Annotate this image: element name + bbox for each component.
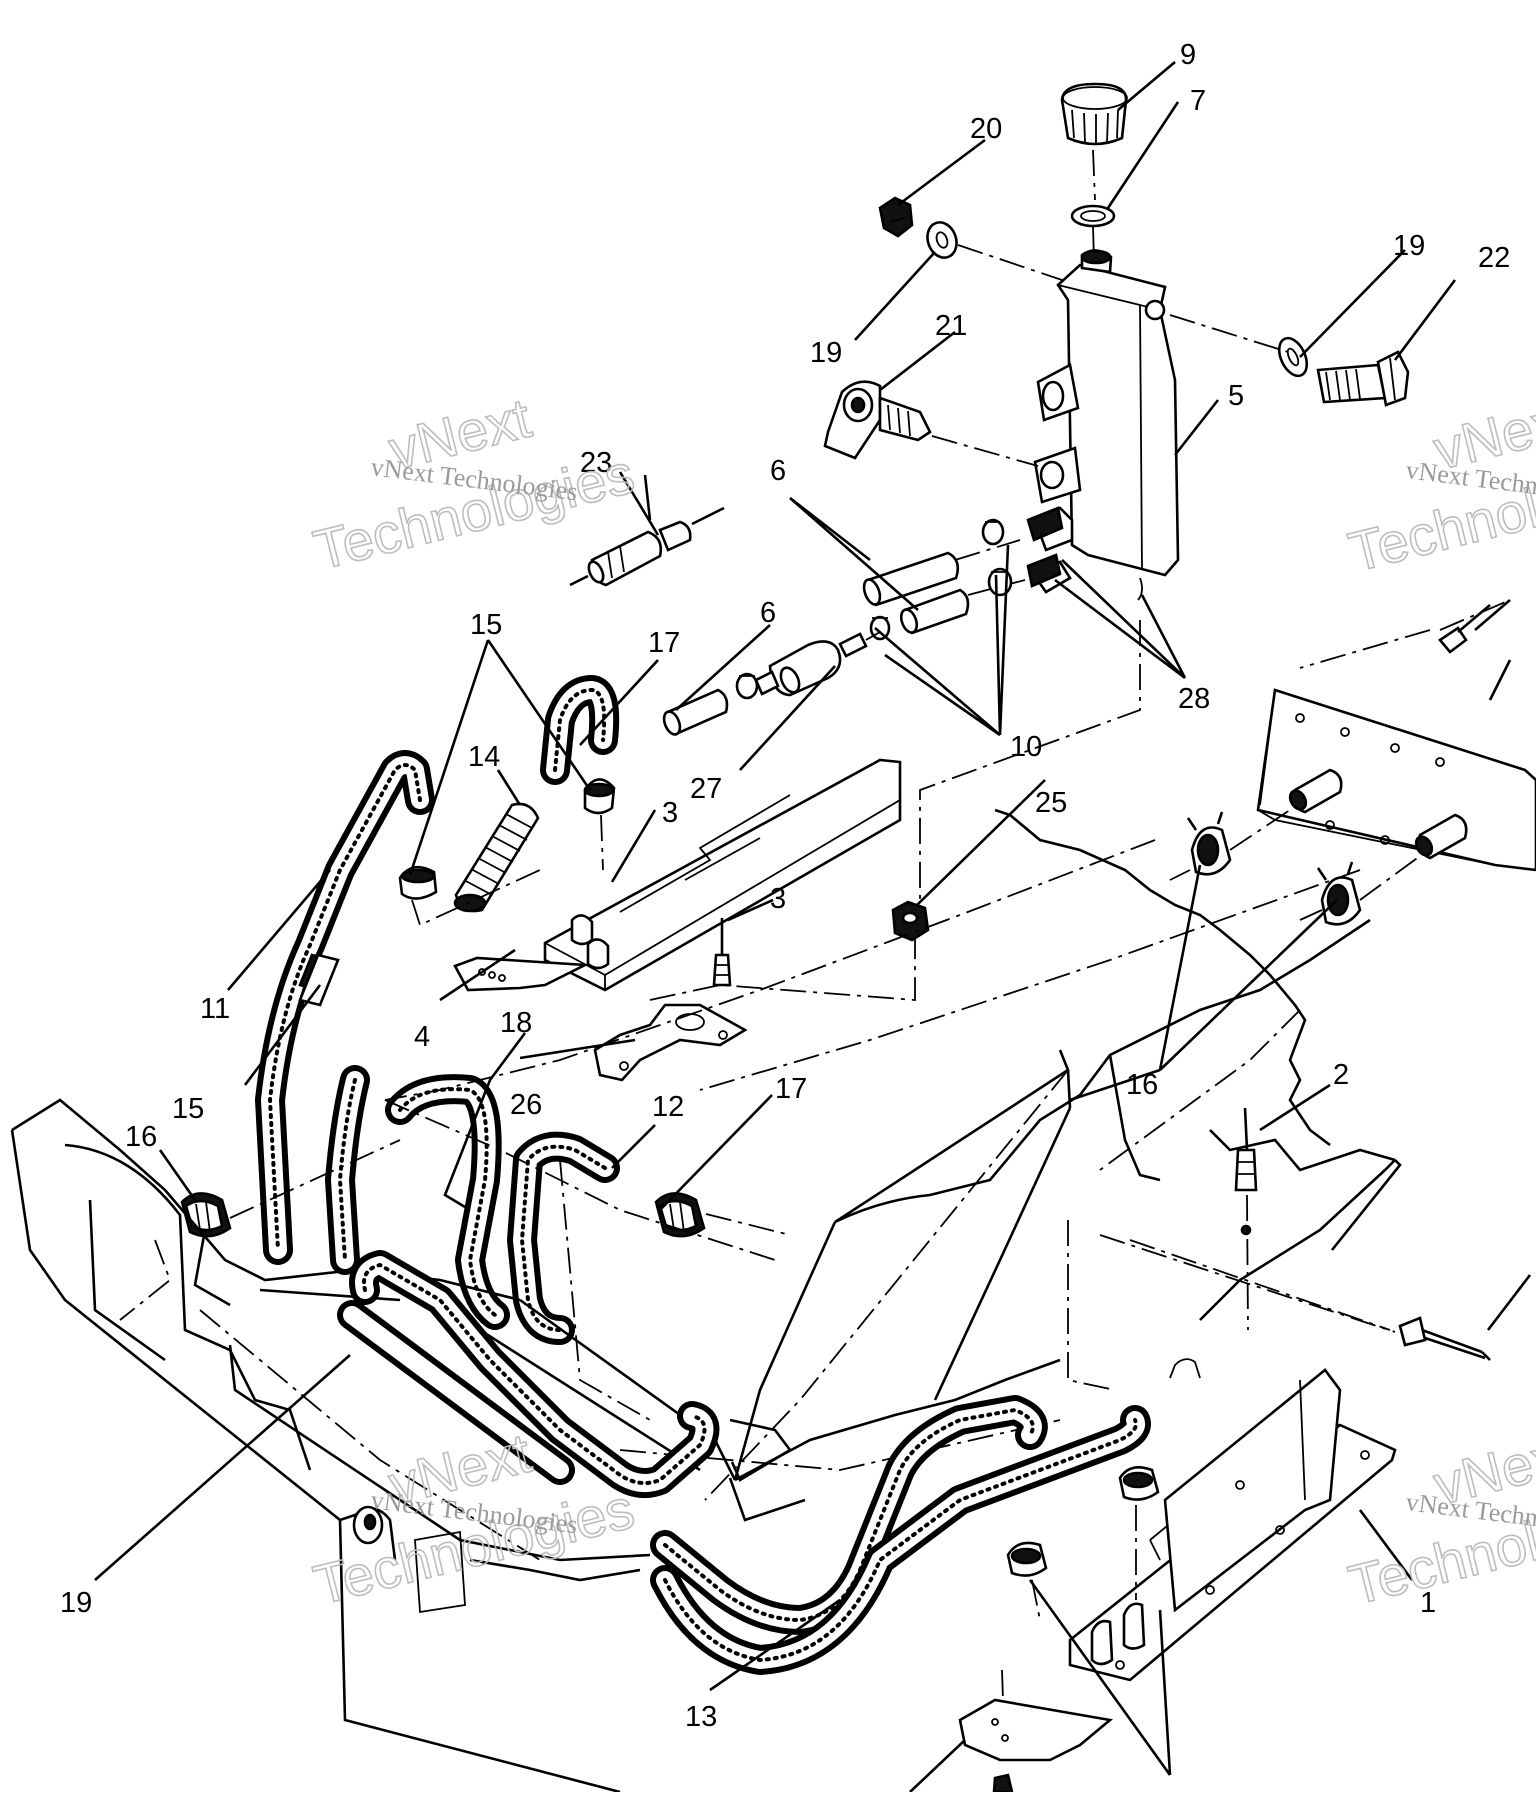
callout-3-lower: 2	[1333, 1059, 1349, 1091]
callout-17-upper: 17	[648, 627, 680, 659]
reservoir-tank	[1026, 249, 1180, 601]
callout-7: 7	[1190, 85, 1206, 117]
callout-23: 23	[580, 447, 612, 479]
callout-17-lower: 18	[500, 1007, 532, 1039]
watermark-right-top: vNext Technologies vNext Technologies	[1342, 385, 1536, 584]
mounting-plate-1	[1068, 1368, 1397, 1682]
hose-12-second	[650, 1405, 1151, 1675]
clamp-16-left	[180, 1192, 232, 1238]
callout-1: 1	[1420, 1587, 1436, 1619]
block-2	[543, 758, 902, 992]
phantom-lines	[119, 839, 1391, 1561]
chassis-tunnel	[10, 808, 1402, 1794]
bracket-26	[593, 1003, 748, 1082]
callout-8: 9	[1180, 39, 1196, 71]
callout-3-upper: 3	[770, 883, 786, 915]
hose-10	[255, 750, 435, 1265]
callout-4: 4	[414, 1021, 430, 1053]
bracket-bottom	[958, 1669, 1113, 1794]
callout-10: 11	[200, 993, 230, 1025]
callout-25: 25	[1035, 787, 1067, 819]
bracket-4	[453, 956, 590, 992]
callout-21: 21	[935, 310, 967, 342]
clamp-15-right-b	[1316, 861, 1362, 926]
hose-18-side	[337, 1300, 575, 1485]
hose-17-upper	[540, 675, 620, 785]
clamps-lower-right	[1006, 1466, 1160, 1666]
callout-28: 28	[1178, 683, 1210, 715]
bolt-20	[878, 196, 914, 238]
callout-18: 19	[60, 1587, 92, 1619]
spring-13	[453, 802, 540, 913]
bolt-22	[1316, 350, 1410, 407]
callout-15-upper: 15	[470, 609, 502, 641]
sleeve-14	[298, 953, 340, 1007]
filter-23	[569, 506, 725, 587]
callout-16-right: 17	[775, 1073, 807, 1105]
clamp-15-upper	[583, 778, 616, 815]
reservoir-gasket	[1070, 204, 1116, 228]
callout-2: 3	[662, 797, 678, 829]
callout-5: 5	[1228, 380, 1244, 412]
callout-16-left: 16	[125, 1121, 157, 1153]
stud-3-lower	[1234, 1107, 1258, 1236]
washer-19-left	[926, 221, 958, 259]
hose-6-upper	[862, 551, 960, 607]
callout-26: 26	[510, 1089, 542, 1121]
callout-14: 15	[172, 1093, 204, 1125]
hose-6-middle	[899, 588, 970, 635]
callout-11: 12	[652, 1091, 684, 1123]
hose-11	[507, 1131, 620, 1345]
pin-lower-right	[1398, 1316, 1491, 1361]
callout-20: 20	[970, 113, 1002, 145]
washer-19-right	[1277, 336, 1309, 378]
clamp-15-right-a	[1186, 811, 1232, 876]
callout-19-left: 19	[810, 337, 842, 369]
reservoir-cap	[1060, 82, 1128, 146]
callout-9: 10	[1010, 731, 1042, 763]
pin-upper-right	[1438, 604, 1491, 654]
hose-6-lower	[662, 688, 729, 736]
nut-25	[891, 900, 930, 942]
callout-15-right: 16	[1126, 1069, 1158, 1101]
hose-10-second	[325, 1065, 370, 1275]
bracket-21	[823, 380, 932, 460]
callout-13: 14	[468, 741, 500, 773]
callout-6-lower: 6	[760, 597, 776, 629]
hose-18	[349, 1250, 720, 1499]
mounting-plate-right	[1256, 688, 1536, 872]
callout-12: 13	[685, 1701, 717, 1733]
callout-27: 27	[690, 773, 722, 805]
clamp-15-left	[398, 865, 438, 900]
callout-19-right: 19	[1393, 230, 1425, 262]
callout-labels: 9 7 20 19 21 5 19 22 23 6 6 28 10 27 15 …	[60, 39, 1510, 1733]
valve-27	[754, 632, 868, 697]
leader-lines	[94, 61, 1532, 1793]
watermark-center-top: vNext Technologies vNext Technologies	[307, 385, 641, 582]
stud-3-upper	[712, 918, 732, 987]
callout-22: 22	[1478, 242, 1510, 274]
callout-6-upper: 6	[770, 455, 786, 487]
